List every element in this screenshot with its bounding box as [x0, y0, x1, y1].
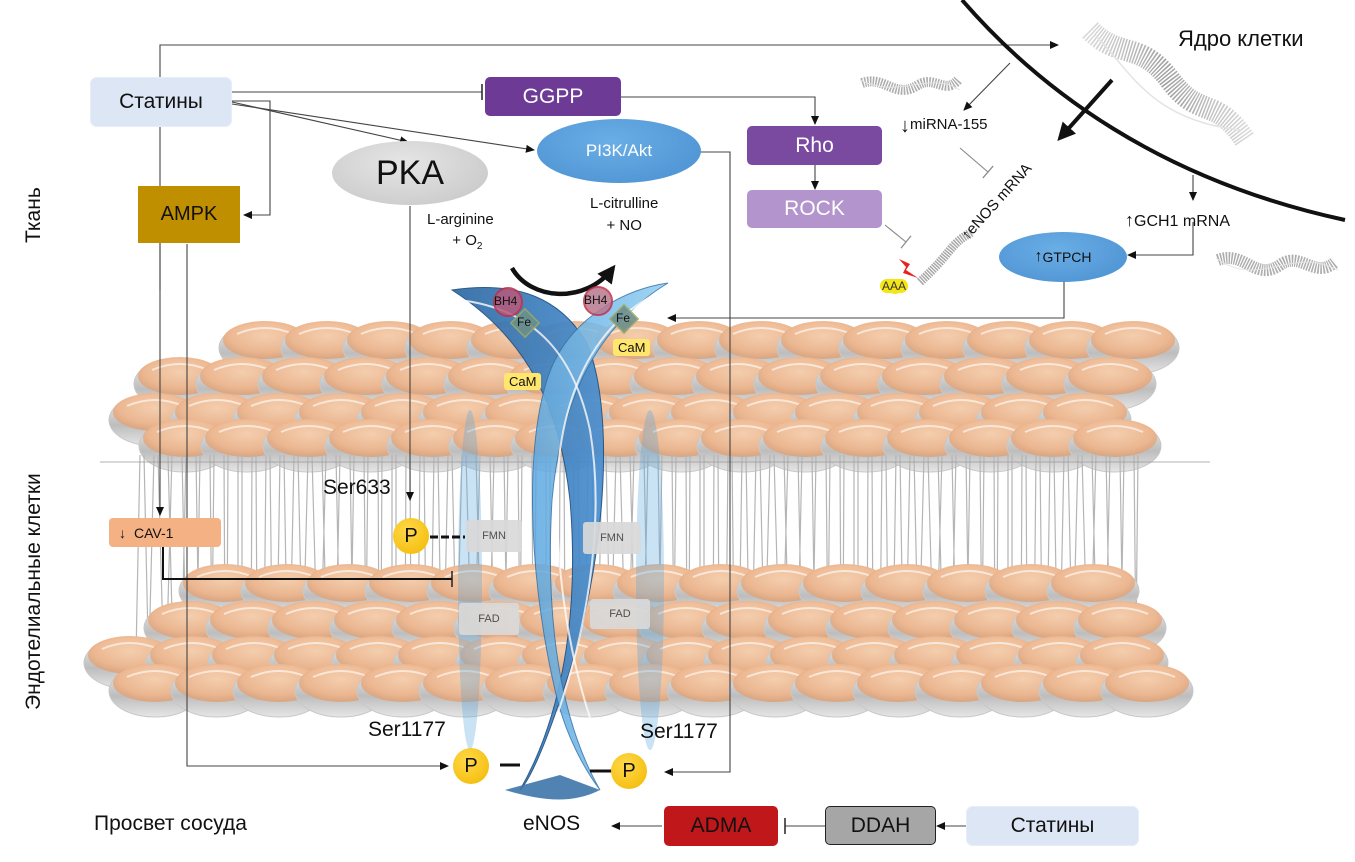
fe-cofactor-right [608, 303, 640, 335]
gch1-mrna-label: ↑GCH1 mRNA [1125, 210, 1230, 231]
arrow-ggpp-to-rho [621, 96, 819, 125]
dna-icon-nucleus [1082, 21, 1255, 147]
inhibit-rock-enos-mrna [884, 224, 912, 249]
node-adma[interactable]: ADMA [664, 806, 778, 846]
cam-label-left: CaM [504, 373, 542, 390]
node-pka[interactable]: PKA [332, 141, 488, 205]
product-line2: + NO [606, 217, 642, 234]
gtpch-text: GTPCH [1042, 249, 1092, 265]
mrna-strand-icon [916, 228, 975, 286]
nuclear-envelope [960, 0, 1346, 222]
degradation-lightning-icon [899, 259, 918, 278]
bh4-cofactor-left [493, 287, 523, 317]
up-indicator-icon: ↑ [1125, 210, 1134, 230]
reaction-arrow [510, 264, 616, 297]
mirna155-label: ↓miRNA-155 [900, 115, 988, 138]
inhibit-cav1-enos [162, 545, 453, 587]
poly-a-label: AAA [880, 279, 909, 293]
arrow-nucleus-to-enos-mrna [1057, 78, 1114, 141]
dna-icon-cytoplasm [859, 76, 962, 95]
region-label-endothelial-cells: Эндотелиальные клетки [22, 473, 45, 710]
phosphate-ser1177-right[interactable]: P [611, 753, 647, 789]
node-ggpp[interactable]: GGPP [485, 77, 621, 116]
arrow-pi3k-to-ser1177 [664, 151, 731, 776]
cam-label-right: CaM [613, 339, 651, 356]
ser1177-right-label: Ser1177 [640, 720, 718, 743]
node-enos[interactable]: eNOS [523, 812, 581, 835]
bh4-label-right: BH4 [584, 293, 608, 307]
node-ddah[interactable]: DDAH [825, 806, 936, 845]
dna-icon-gch1 [1215, 252, 1340, 277]
inhibit-mirna-enos-mrna [959, 147, 994, 179]
bh4-cofactor-right [583, 286, 613, 316]
lipid-tail [135, 454, 149, 656]
node-statins-bottom[interactable]: Статины [966, 806, 1139, 846]
region-label-vessel-lumen: Просвет сосуда [94, 812, 247, 835]
fmn-domain-right: FMN [583, 522, 641, 554]
node-rho[interactable]: Rho [747, 126, 882, 165]
node-ampk[interactable]: AMPK [138, 186, 240, 243]
product-label: L-citrulline + NO [590, 193, 658, 237]
region-label-cell-nucleus: Ядро клетки [1178, 26, 1304, 51]
node-cav1[interactable]: ↓ CAV-1 [109, 518, 221, 547]
phosphate-ser633[interactable]: P [393, 518, 429, 554]
gch1-mrna-text: GCH1 mRNA [1134, 213, 1231, 230]
ser1177-left-label: Ser1177 [368, 718, 446, 741]
node-gtpch[interactable]: ↑GTPCH [999, 232, 1127, 282]
fad-domain-right: FAD [590, 599, 650, 629]
fmn-domain-left: FMN [466, 520, 522, 552]
down-indicator-icon: ↓ [119, 524, 126, 541]
region-label-tissue: Ткань [22, 187, 45, 243]
product-line1: L-citrulline [590, 195, 659, 212]
fad-domain-left: FAD [459, 603, 519, 635]
substrate-line2: + O2 [452, 232, 483, 252]
lipid-bilayer-lower-leaflet [83, 564, 1194, 718]
down-indicator-icon: ↓ [900, 115, 910, 137]
fe-label-left: Fe [517, 315, 532, 329]
node-rock[interactable]: ROCK [747, 190, 882, 228]
arrow-statins-to-ampk [232, 100, 271, 219]
fe-cofactor-left [509, 307, 541, 339]
cav1-text: CAV-1 [134, 524, 174, 541]
fe-label-right: Fe [616, 311, 631, 325]
ser633-label: Ser633 [323, 476, 391, 499]
node-pi3k-akt[interactable]: PI3K/Akt [537, 119, 701, 183]
arrow-statins-to-pi3k [231, 103, 535, 153]
substrate-label: L-arginine + O2 [427, 209, 494, 257]
pathway-connectors [156, 41, 1197, 834]
phosphate-ser1177-left[interactable]: P [453, 748, 489, 784]
lipid-head [1100, 664, 1194, 718]
arrow-ampk-to-ser1177 [186, 244, 449, 770]
arrow-nucleus-to-mirna [963, 62, 1011, 111]
mirna155-text: miRNA-155 [910, 116, 988, 133]
arrow-gtpch-to-bh4 [667, 280, 1065, 322]
up-indicator-icon: ↑ [1034, 248, 1043, 265]
node-statins-top[interactable]: Статины [90, 77, 232, 127]
bh4-label-left: BH4 [494, 294, 518, 308]
substrate-line1: L-arginine [427, 211, 494, 228]
arrow-gch1-to-gtpch [1127, 222, 1194, 259]
